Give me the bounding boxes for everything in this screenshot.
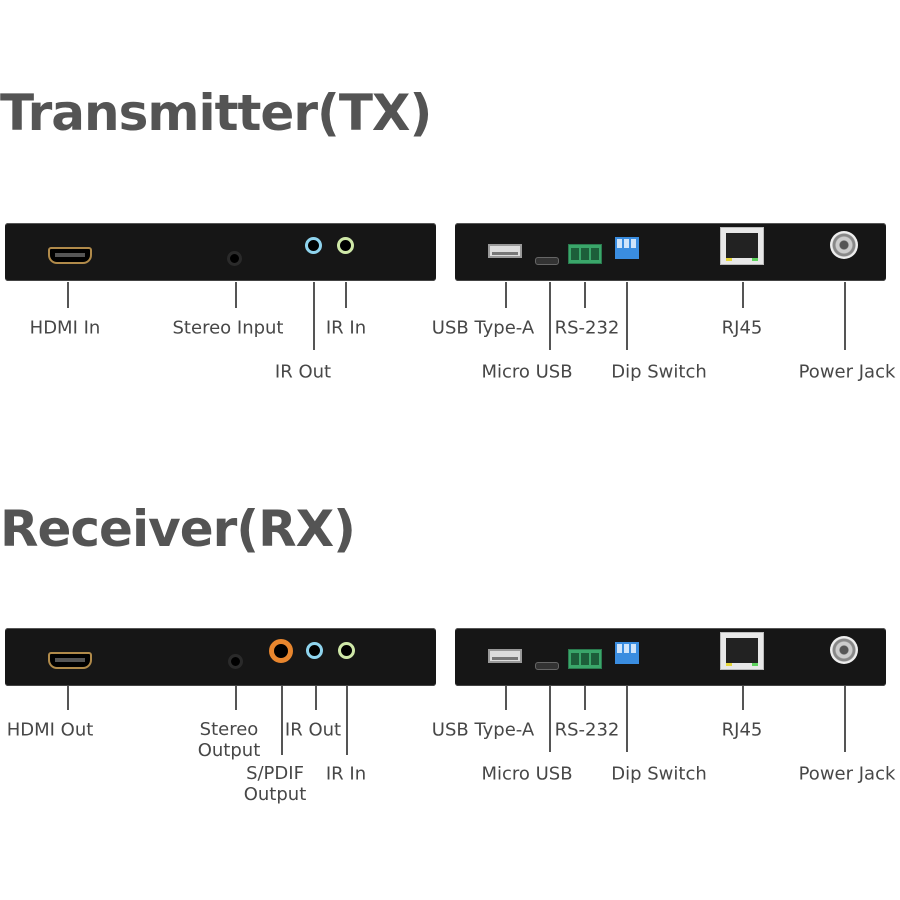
rj45-port-icon <box>720 632 764 670</box>
label-hdmi-out: HDMI Out <box>6 719 94 741</box>
callout-line <box>67 686 69 710</box>
ir-out-jack-icon <box>306 642 323 659</box>
rx-rear-panel <box>455 628 886 686</box>
label-power-jack: Power Jack <box>798 763 896 785</box>
label-stereo-output-line2: Output <box>197 740 261 761</box>
micro-usb-port-icon <box>535 662 559 670</box>
label-ir-out: IR Out <box>274 361 332 383</box>
callout-line <box>345 282 347 308</box>
label-rs232: RS-232 <box>554 719 620 741</box>
callout-line <box>346 686 348 755</box>
callout-line <box>549 282 551 350</box>
label-rj45: RJ45 <box>721 719 763 741</box>
dip-switch-icon <box>615 642 639 664</box>
usb-a-port-icon <box>488 244 522 258</box>
callout-line <box>626 282 628 350</box>
rx-front-panel <box>5 628 436 686</box>
callout-line <box>235 282 237 308</box>
label-spdif-output-line1: S/PDIF <box>246 763 304 784</box>
label-ir-in: IR In <box>325 763 367 785</box>
hdmi-port-icon <box>48 652 92 669</box>
ir-in-jack-icon <box>337 237 354 254</box>
power-jack-icon <box>830 231 858 259</box>
label-dip-switch: Dip Switch <box>611 361 707 383</box>
callout-line <box>844 686 846 752</box>
callout-line <box>584 282 586 308</box>
stereo-jack-icon <box>228 654 243 669</box>
label-ir-in: IR In <box>325 317 367 339</box>
label-rs232: RS-232 <box>554 317 620 339</box>
label-power-jack: Power Jack <box>798 361 896 383</box>
receiver-title: Receiver(RX) <box>0 500 356 558</box>
rs232-terminal-icon <box>568 244 602 264</box>
dip-switch-icon <box>615 237 639 259</box>
label-usb-type-a: USB Type-A <box>431 719 535 741</box>
label-stereo-output-line1: Stereo <box>199 719 259 740</box>
spdif-jack-icon <box>269 639 293 663</box>
callout-line <box>584 686 586 710</box>
tx-rear-panel <box>455 223 886 281</box>
callout-line <box>742 686 744 710</box>
rj45-port-icon <box>720 227 764 265</box>
callout-line <box>549 686 551 752</box>
callout-line <box>505 686 507 710</box>
callout-line <box>315 686 317 710</box>
hdmi-port-icon <box>48 247 92 264</box>
usb-a-port-icon <box>488 649 522 663</box>
callout-line <box>281 686 283 755</box>
label-micro-usb: Micro USB <box>481 763 573 785</box>
callout-line <box>313 282 315 350</box>
label-spdif-output: S/PDIF Output <box>244 763 307 805</box>
callout-line <box>742 282 744 308</box>
label-rj45: RJ45 <box>721 317 763 339</box>
label-spdif-output-line2: Output <box>243 784 307 805</box>
rs232-terminal-icon <box>568 649 602 669</box>
callout-line <box>505 282 507 308</box>
tx-front-panel <box>5 223 436 281</box>
label-stereo-input: Stereo Input <box>172 317 284 339</box>
stereo-jack-icon <box>227 251 242 266</box>
micro-usb-port-icon <box>535 257 559 265</box>
callout-line <box>235 686 237 710</box>
ir-out-jack-icon <box>305 237 322 254</box>
label-ir-out: IR Out <box>284 719 342 741</box>
label-hdmi-in: HDMI In <box>29 317 101 339</box>
label-dip-switch: Dip Switch <box>611 763 707 785</box>
label-stereo-output: Stereo Output <box>198 719 261 761</box>
callout-line <box>67 282 69 308</box>
label-usb-type-a: USB Type-A <box>431 317 535 339</box>
callout-line <box>844 282 846 350</box>
ir-in-jack-icon <box>338 642 355 659</box>
power-jack-icon <box>830 636 858 664</box>
label-micro-usb: Micro USB <box>481 361 573 383</box>
callout-line <box>626 686 628 752</box>
transmitter-title: Transmitter(TX) <box>0 84 432 142</box>
